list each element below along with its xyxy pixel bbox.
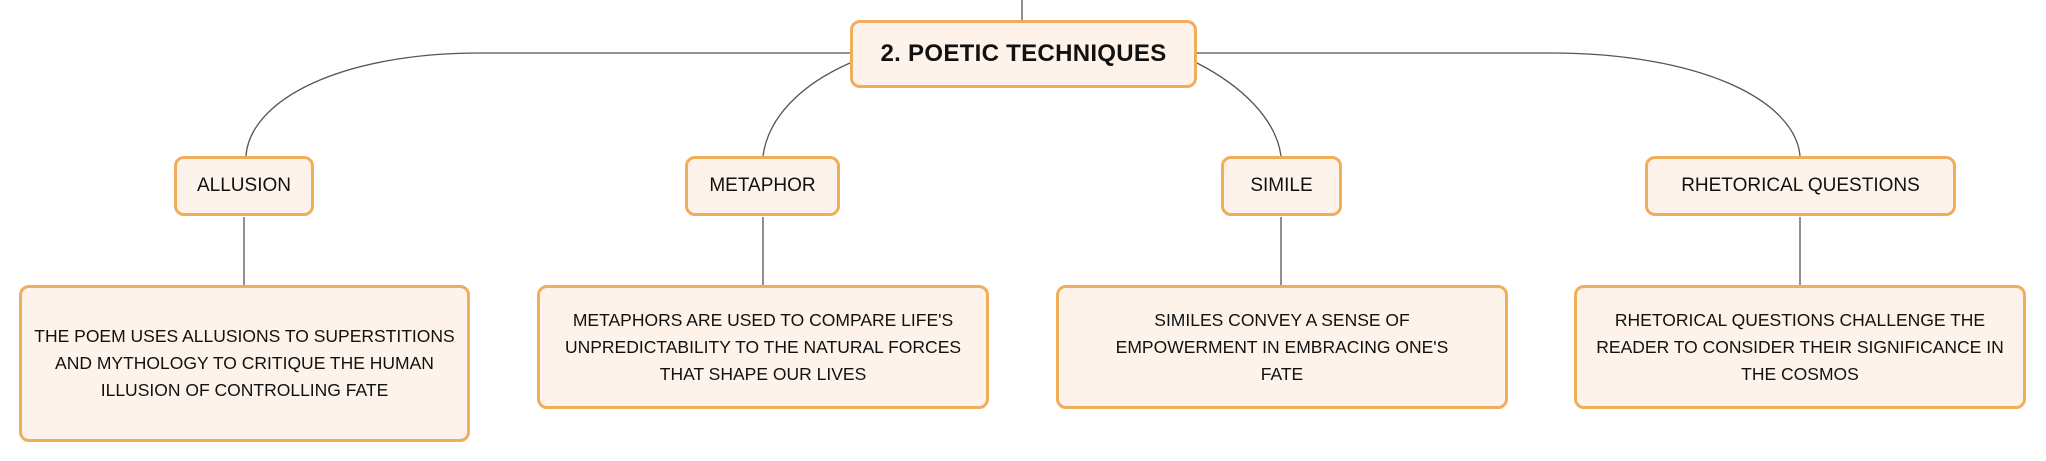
topic-label-allusion: ALLUSION — [197, 175, 291, 196]
detail-text-allusion: THE POEM USES ALLUSIONS TO SUPERSTITIONS… — [34, 326, 455, 400]
root-node[interactable]: 2. POETIC TECHNIQUES — [850, 20, 1197, 88]
detail-node-simile[interactable]: SIMILES CONVEY A SENSE OF EMPOWERMENT IN… — [1056, 285, 1508, 409]
topic-label-rhetorical-questions: RHETORICAL QUESTIONS — [1681, 175, 1920, 196]
connector-root-to-simile — [1196, 62, 1282, 157]
connector-root-to-allusion — [245, 52, 850, 157]
detail-text-simile: SIMILES CONVEY A SENSE OF EMPOWERMENT IN… — [1115, 309, 1449, 384]
topic-label-simile: SIMILE — [1250, 175, 1313, 196]
topic-node-simile[interactable]: SIMILE — [1221, 156, 1342, 216]
root-label: 2. POETIC TECHNIQUES — [880, 40, 1167, 67]
detail-node-rhetorical-questions[interactable]: RHETORICAL QUESTIONS CHALLENGE THE READE… — [1574, 285, 2026, 409]
topic-label-metaphor: METAPHOR — [709, 175, 816, 196]
detail-node-metaphor[interactable]: METAPHORS ARE USED TO COMPARE LIFE'S UNP… — [537, 285, 989, 409]
topic-node-allusion[interactable]: ALLUSION — [174, 156, 314, 216]
topic-node-rhetorical-questions[interactable]: RHETORICAL QUESTIONS — [1645, 156, 1956, 216]
topic-node-metaphor[interactable]: METAPHOR — [685, 156, 840, 216]
connector-root-to-metaphor — [762, 62, 851, 157]
detail-text-rhetorical-questions: RHETORICAL QUESTIONS CHALLENGE THE READE… — [1596, 309, 2004, 384]
detail-node-allusion[interactable]: THE POEM USES ALLUSIONS TO SUPERSTITIONS… — [19, 285, 470, 442]
detail-text-metaphor: METAPHORS ARE USED TO COMPARE LIFE'S UNP… — [564, 309, 962, 384]
connector-root-to-rhetorical — [1197, 52, 1801, 157]
